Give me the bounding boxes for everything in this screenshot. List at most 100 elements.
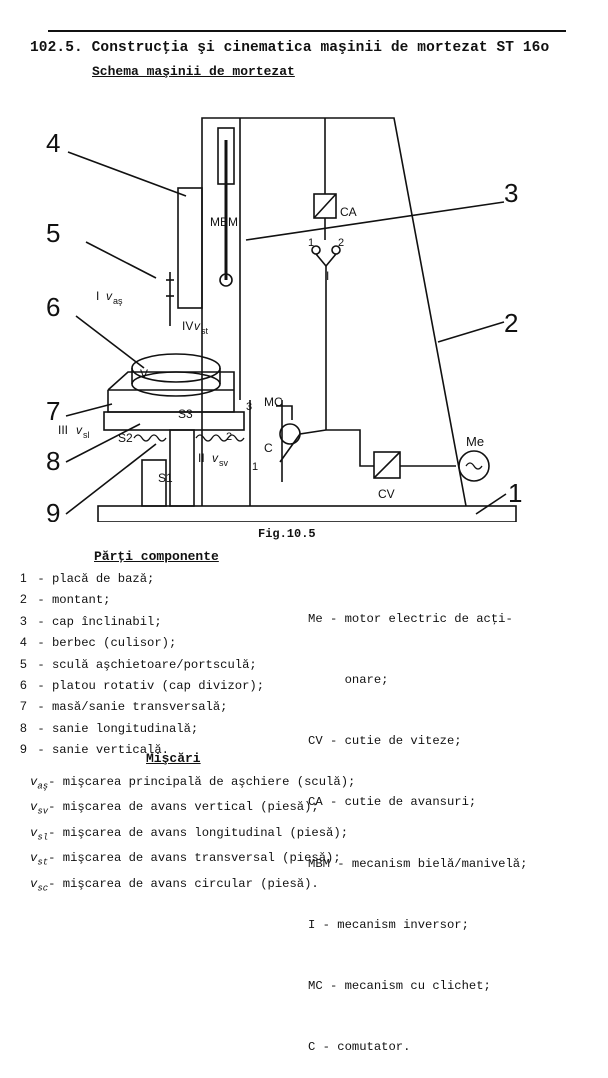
part-text: - sanie verticală. — [37, 743, 169, 758]
motion-row: vst- mişcarea de avans transversal (pies… — [30, 848, 355, 873]
roman-v: V — [140, 367, 148, 381]
part-num: 6 — [20, 678, 27, 693]
motions-list: vaş- mişcarea principală de aşchiere (sc… — [30, 772, 355, 899]
part-text: - sanie longitudinală; — [37, 721, 199, 736]
velocity-sub: sl — [37, 832, 49, 843]
part-text: - platou rotativ (cap divizor); — [37, 679, 265, 694]
crank-pivot — [219, 273, 233, 287]
label-mbm: MBM — [210, 215, 238, 229]
abbrev-row: MC - mecanism cu clichet; — [308, 979, 491, 994]
velocity-sub: sv — [37, 806, 49, 817]
label-v-sv: v — [212, 451, 219, 465]
ratchet-wheel — [279, 423, 301, 445]
part-text: - placă de bază; — [37, 572, 155, 586]
part-number-4: 4 — [46, 128, 60, 158]
label-s2: S2 — [118, 431, 133, 445]
sub-st: st — [201, 326, 209, 336]
part-row: 7 - masă/sanie transversală; — [20, 696, 264, 717]
part-text: - masă/sanie transversală; — [37, 700, 228, 715]
abbrev-row: MBM - mecanism bielă/manivelă; — [308, 856, 528, 871]
part-row: 6 - platou rotativ (cap divizor); — [20, 675, 264, 696]
motion-text: - mişcarea de avans longitudinal (piesă)… — [48, 825, 349, 840]
part-num: 3 — [20, 613, 27, 628]
part-number-1: 1 — [508, 478, 522, 508]
section-heading: 102.5. Construcţia şi cinematica maşinii… — [30, 40, 550, 56]
figure-subtitle: Schema maşinii de mortezat — [92, 64, 295, 79]
abbrev-row: CV - cutie de viteze; — [308, 734, 462, 749]
part-num: 2 — [20, 592, 27, 607]
roman-iv: IV — [182, 319, 193, 333]
velocity-sub: st — [37, 857, 49, 868]
part-text: - sculă aşchietoare/portsculă; — [37, 657, 257, 672]
motion-row: vaş- mişcarea principală de aşchiere (sc… — [30, 772, 355, 797]
part-num: 1 — [20, 571, 27, 585]
base-plate — [97, 505, 517, 522]
part-row: 1 - placă de bază; — [20, 568, 264, 589]
motion-row: vsv- mişcarea de avans vertical (piesă); — [30, 797, 355, 822]
label-switch-c: C — [264, 441, 273, 455]
abbrev-row: onare; — [308, 673, 389, 688]
label-s1: S1 — [158, 471, 173, 485]
label-mc: MC — [264, 395, 283, 409]
velocity-symbol: vsc — [30, 876, 49, 894]
abbrev-row: C - comutator. — [308, 1040, 411, 1055]
velocity-symbol: vaş — [30, 775, 49, 792]
label-cv: CV — [378, 487, 395, 501]
label-mc-2: 2 — [226, 431, 232, 443]
part-number-7: 7 — [46, 396, 60, 426]
abbrev-row: I - mecanism inversor; — [308, 917, 469, 932]
roman-i: I — [96, 289, 99, 303]
motions-heading: Mişcări — [146, 751, 201, 766]
label-v-as: v — [106, 289, 113, 303]
part-number-5: 5 — [46, 218, 60, 248]
velocity-symbol: vst — [30, 851, 49, 868]
part-row: 3 - cap înclinabil; — [20, 611, 264, 632]
part-row: 9 - sanie verticală. — [20, 739, 264, 760]
label-inverter: I — [326, 269, 329, 283]
sub-as: aş — [113, 296, 123, 306]
part-num: 7 — [20, 699, 27, 714]
velocity-sub: aş — [37, 781, 49, 792]
top-rule — [48, 30, 566, 32]
cross-slide — [107, 371, 235, 413]
part-num: 9 — [20, 742, 27, 757]
vertical-slide — [169, 429, 195, 507]
roman-iii: III — [58, 423, 68, 437]
parts-heading: Părţi componente — [94, 549, 219, 564]
figure-caption: Fig.10.5 — [258, 527, 316, 541]
motion-text: - mişcarea de avans vertical (piesă); — [48, 800, 319, 815]
ram — [177, 187, 203, 309]
part-number-6: 6 — [46, 292, 60, 322]
part-number-3: 3 — [504, 178, 518, 208]
part-row: 4 - berbec (culisor); — [20, 632, 264, 653]
motion-row: vsc- mişcarea de avans circular (piesă). — [30, 874, 355, 899]
part-num: 4 — [20, 635, 27, 650]
label-switch-1: 1 — [308, 237, 314, 249]
machine-schematic: 4 5 3 2 6 7 8 9 1 MBM CA CV Me MC I C S1… — [46, 117, 522, 522]
part-num: 8 — [20, 720, 27, 735]
parts-list-left: 1 - placă de bază; 2 - montant; 3 - cap … — [20, 568, 264, 761]
label-switch-2: 2 — [338, 237, 344, 249]
sub-sv: sv — [219, 458, 229, 468]
velocity-sub: sc — [37, 883, 49, 894]
motion-text: - mişcarea de avans transversal (piesă); — [48, 851, 341, 866]
velocity-symbol: vsl — [30, 825, 49, 843]
label-mc-1: 1 — [252, 461, 258, 473]
label-v-sl: v — [76, 423, 83, 437]
part-num: 5 — [20, 656, 27, 671]
part-row: 2 - montant; — [20, 589, 264, 610]
part-text: - montant; — [37, 593, 111, 608]
column-outline — [201, 117, 467, 507]
label-s3: S3 — [178, 407, 193, 421]
sub-sl: sl — [83, 430, 90, 440]
abbrev-row: Me - motor electric de acţi- — [308, 611, 513, 626]
roman-ii: II — [198, 451, 205, 465]
part-number-2: 2 — [504, 308, 518, 338]
part-text: - berbec (culisor); — [37, 636, 177, 651]
motion-row: vsl- mişcarea de avans longitudinal (pie… — [30, 823, 355, 848]
label-me: Me — [466, 434, 484, 449]
motion-text: - mişcarea principală de aşchiere (sculă… — [48, 775, 356, 789]
part-text: - cap înclinabil; — [37, 614, 162, 629]
part-row: 8 - sanie longitudinală; — [20, 718, 264, 739]
part-row: 5 - sculă aşchietoare/portsculă; — [20, 654, 264, 675]
